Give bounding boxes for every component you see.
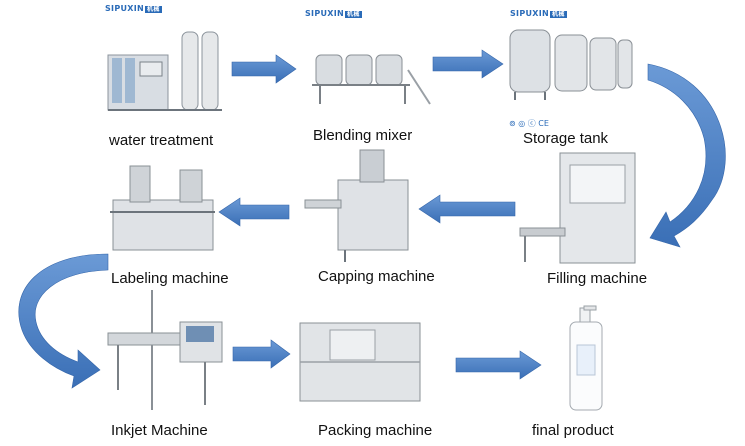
- arrow-water-to-blend: [231, 54, 297, 84]
- step-label-inkjet-machine: Inkjet Machine: [111, 422, 208, 439]
- arrow-inkjet-to-packing: [232, 339, 291, 369]
- arrow-packing-to-final: [455, 350, 542, 380]
- arrow-blend-to-storage: [432, 49, 504, 79]
- arrow-labeling-to-inkjet: [18, 253, 109, 389]
- step-label-storage-tank: Storage tank: [523, 130, 609, 147]
- step-label-blending-mixer: Blending mixer: [313, 127, 413, 144]
- step-label-water-treatment: water treatment: [109, 132, 214, 149]
- step-label-packing-machine: Packing machine: [318, 422, 433, 439]
- step-label-capping-machine: Capping machine: [318, 268, 435, 285]
- arrow-filling-to-capping: [418, 194, 516, 224]
- certification-marks: ⊚ ◎ ⓒ CE: [509, 119, 549, 128]
- step-label-labeling-machine: Labeling machine: [111, 270, 229, 287]
- arrow-storage-to-filling: [647, 63, 726, 248]
- step-label-filling-machine: Filling machine: [547, 270, 648, 287]
- step-label-final-product: final product: [532, 422, 614, 439]
- arrow-capping-to-labeling: [218, 197, 290, 227]
